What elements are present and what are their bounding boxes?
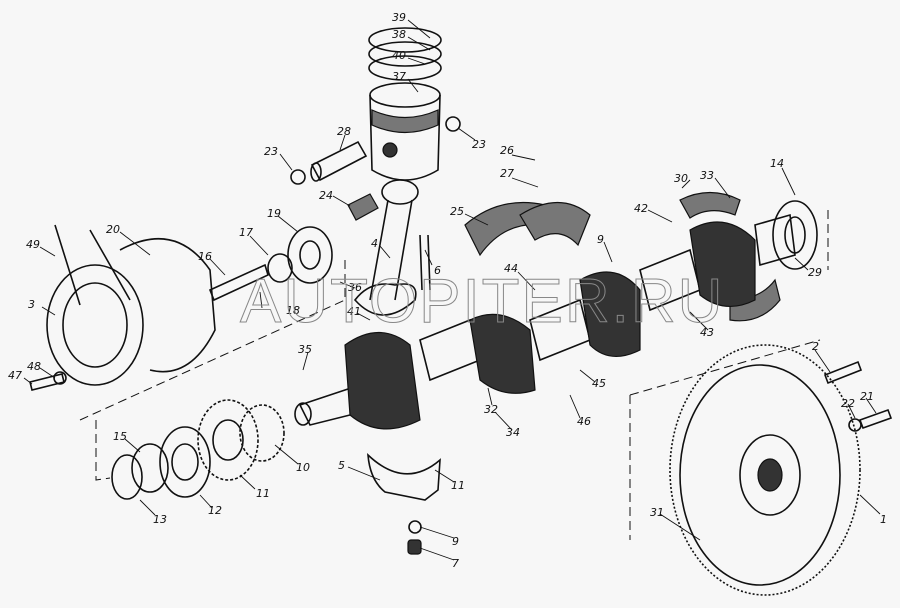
part-label-23: 23 — [472, 138, 486, 151]
part-label-9: 9 — [452, 535, 459, 548]
part-label-44: 44 — [504, 262, 518, 275]
piston-rings — [368, 27, 442, 81]
part-label-43: 43 — [700, 326, 714, 339]
part-label-48: 48 — [27, 360, 41, 373]
leader-lines — [23, 19, 881, 561]
part-label-40: 40 — [392, 49, 406, 62]
part-label-15: 15 — [113, 430, 127, 443]
part-label-2: 2 — [812, 340, 819, 353]
part-labels: 39 38 40 37 23 28 23 24 26 27 30 33 14 2… — [8, 11, 887, 570]
front-cover — [46, 224, 216, 386]
part-label-5: 5 — [338, 459, 345, 472]
dashed-guide-lines — [79, 210, 829, 540]
part-label-16: 16 — [198, 250, 212, 263]
part-label-11: 11 — [451, 479, 465, 492]
part-label-41: 41 — [347, 305, 361, 318]
part-label-32: 32 — [484, 403, 498, 416]
part-label-12: 12 — [208, 504, 222, 517]
part-label-49: 49 — [26, 238, 40, 251]
part-label-10: 10 — [296, 461, 310, 474]
connecting-rod — [353, 179, 431, 316]
watermark: AUTOPITER.RU — [240, 267, 724, 336]
part-label-31: 31 — [650, 506, 664, 519]
circlips — [290, 116, 461, 185]
part-label-24: 24 — [319, 189, 333, 202]
part-label-28: 28 — [337, 125, 351, 138]
bearing-shells — [464, 191, 781, 322]
part-label-1: 1 — [880, 513, 887, 526]
gears — [111, 399, 285, 500]
part-label-7: 7 — [452, 557, 459, 570]
part-label-37: 37 — [392, 70, 406, 83]
bolt-47 — [29, 371, 67, 391]
part-label-30: 30 — [674, 172, 688, 185]
part-label-42: 42 — [634, 202, 648, 215]
part-label-38: 38 — [392, 28, 406, 41]
part-label-6: 6 — [434, 264, 441, 277]
part-label-3: 3 — [28, 298, 35, 311]
crankshaft — [294, 200, 818, 430]
part-label-11: 11 — [256, 487, 270, 500]
part-label-46: 46 — [577, 415, 591, 428]
part-label-14: 14 — [770, 157, 784, 170]
part-label-23: 23 — [264, 145, 278, 158]
part-label-20: 20 — [106, 223, 120, 236]
part-label-47: 47 — [8, 369, 22, 382]
part-label-25: 25 — [450, 205, 464, 218]
part-label-22: 22 — [841, 397, 855, 410]
piston — [369, 82, 441, 181]
part-label-39: 39 — [392, 11, 406, 24]
pulley-hub — [208, 226, 333, 302]
part-label-33: 33 — [700, 169, 714, 182]
pin-bushing — [347, 193, 379, 221]
flywheel — [669, 344, 861, 596]
flywheel-bolts — [823, 360, 893, 432]
part-label-29: 29 — [808, 266, 822, 279]
part-label-4: 4 — [371, 237, 378, 250]
part-label-21: 21 — [860, 390, 874, 403]
part-label-35: 35 — [298, 343, 312, 356]
part-label-45: 45 — [592, 377, 606, 390]
piston-pin — [310, 140, 368, 182]
part-label-17: 17 — [239, 226, 253, 239]
part-label-9: 9 — [597, 233, 604, 246]
part-label-18: 18 — [286, 304, 300, 317]
part-label-36: 36 — [348, 281, 362, 294]
part-label-27: 27 — [500, 167, 514, 180]
part-label-26: 26 — [500, 144, 514, 157]
part-label-19: 19 — [267, 207, 281, 220]
rod-cap — [367, 452, 441, 555]
part-label-13: 13 — [153, 513, 167, 526]
part-label-34: 34 — [506, 426, 520, 439]
